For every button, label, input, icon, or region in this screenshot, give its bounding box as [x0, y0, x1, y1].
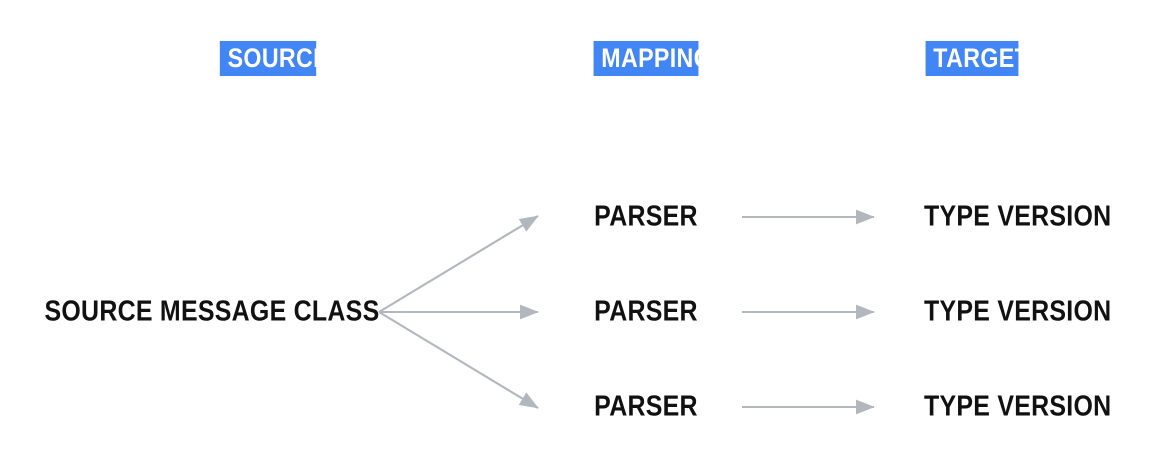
node-type-version-3: TYPE VERSION: [924, 390, 1112, 423]
node-parser-2: PARSER: [594, 295, 698, 328]
column-header-target: TARGET: [925, 41, 1029, 76]
node-source-message-class: SOURCE MESSAGE CLASS: [44, 295, 380, 328]
connector-source-to-parser-3: [378, 311, 539, 409]
node-type-version-2: TYPE VERSION: [924, 295, 1112, 328]
node-parser-3: PARSER: [594, 390, 698, 423]
node-parser-1: PARSER: [594, 200, 698, 233]
connector-source-to-parser-1: [378, 215, 539, 313]
node-type-version-1: TYPE VERSION: [924, 200, 1112, 233]
column-header-source: SOURCE: [219, 41, 329, 76]
column-header-mapping: MAPPING: [593, 41, 712, 76]
